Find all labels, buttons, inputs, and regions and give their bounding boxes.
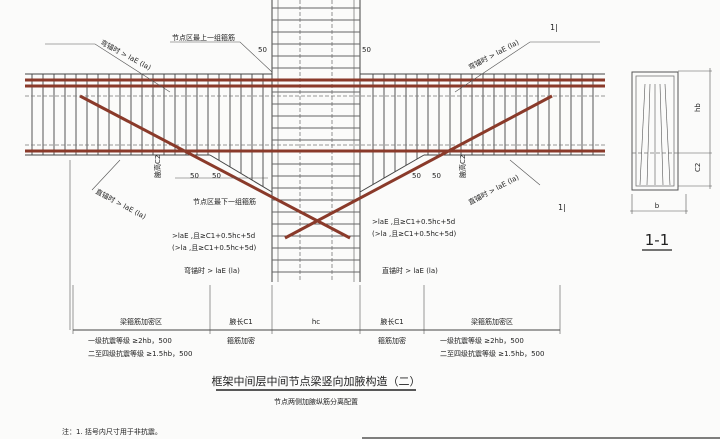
grade2to4-right: 二至四级抗震等级 ≥1.5hb，500 (440, 349, 544, 358)
grade1-left: 一级抗震等级 ≥2hb，500 (88, 336, 172, 345)
haunch-note-right: 箍筋加密 (378, 336, 406, 345)
section-c2-label: C2 (694, 163, 702, 172)
anchor-req-left-1: >laE ,且≥C1+0.5hc+5d (172, 232, 255, 240)
right-haunch-bar (284, 94, 553, 240)
dim-column: hc (312, 318, 320, 326)
label-top-group-stirrup: 节点区最上一组箍筋 (172, 33, 235, 42)
label-straight-anchor-left: 直锚时 > laE (la) (94, 187, 148, 221)
dim-left-haunch: 腋长C1 (229, 317, 252, 326)
dim-50-f: 50 (432, 172, 441, 180)
dim-50-a: 50 (258, 46, 267, 54)
dim-50-b: 50 (362, 46, 371, 54)
dim-50-e: 50 (412, 172, 421, 180)
label-haunch-height-left: 腋高C2 (153, 155, 162, 178)
drawing-title: 框架中间层中间节点梁竖向加腋构造（二） (212, 374, 421, 388)
label-bottom-group-stirrup: 节点区最下一组箍筋 (193, 197, 256, 206)
label-bent-anchor-left: 弯锚时 > laE (la) (99, 38, 153, 72)
section-mark-top: 1| (550, 23, 558, 32)
note: 注：1. 括号内尺寸用于非抗震。 (62, 427, 162, 436)
grade2to4-left: 二至四级抗震等级 ≥1.5hb，500 (88, 349, 192, 358)
anchor-req-right-2: (>la ,且≥C1+0.5hc+5d) (372, 230, 457, 238)
anchor-req-left-2: (>la ,且≥C1+0.5hc+5d) (172, 244, 257, 252)
dim-right-haunch: 腋长C1 (380, 317, 403, 326)
dimension-line (72, 285, 561, 334)
section-title: 1-1 (645, 231, 670, 249)
label-straight-anchor-right: 直锚时 > laE (la) (467, 172, 521, 206)
haunch-note-left: 箍筋加密 (227, 336, 255, 345)
label-bent-anchor-bottom: 弯锚时 > laE (la) (184, 266, 240, 275)
beam (25, 73, 605, 193)
label-haunch-height-right: 腋高C2 (458, 155, 467, 178)
left-haunch-bar (79, 94, 351, 240)
dim-left-zone: 梁箍筋加密区 (120, 317, 162, 326)
drawing-subtitle: 节点两侧加腋纵筋分离配置 (274, 397, 358, 406)
column (271, 0, 361, 282)
section-1-1: hb C2 b 1-1 (630, 68, 712, 251)
section-mark-bottom: 1| (558, 203, 566, 212)
dim-50-d: 50 (212, 172, 221, 180)
grade1-right: 一级抗震等级 ≥2hb，500 (440, 336, 524, 345)
dim-50-c: 50 (190, 172, 199, 180)
haunch-bars (79, 94, 553, 240)
label-straight-anchor-bottom: 直锚时 > laE (la) (382, 266, 438, 275)
section-b-label: b (655, 202, 660, 210)
anchor-req-right-1: >laE ,且≥C1+0.5hc+5d (372, 218, 455, 226)
section-hb-label: hb (694, 103, 702, 112)
dim-right-zone: 梁箍筋加密区 (471, 317, 513, 326)
label-bent-anchor-right: 弯锚时 > laE (la) (467, 37, 521, 71)
beam-stirrups (31, 74, 594, 187)
